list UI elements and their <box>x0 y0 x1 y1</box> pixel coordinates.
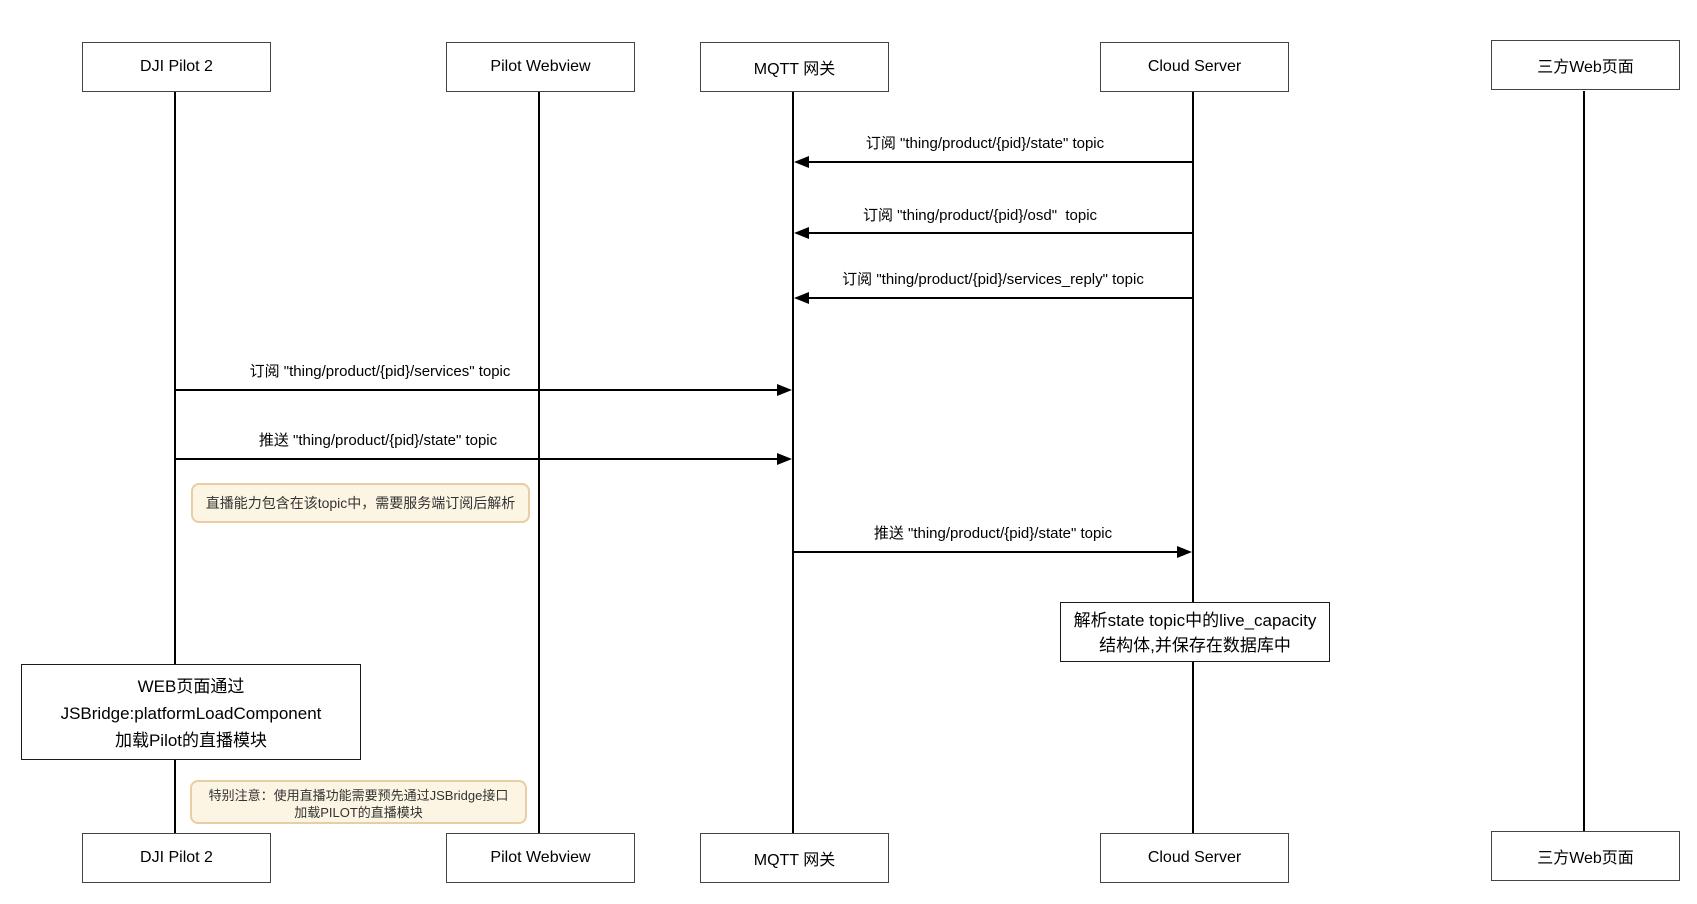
message-label-subscribe-state: 订阅 "thing/product/{pid}/state" topic <box>865 135 1105 152</box>
note-live-capability: 直播能力包含在该topic中，需要服务端订阅后解析 <box>191 483 530 523</box>
message-line-subscribe-services-reply <box>806 297 1193 299</box>
note-text: JSBridge:platformLoadComponent <box>60 704 322 723</box>
note-text: 结构体,并保存在数据库中 <box>1099 636 1291 655</box>
lifeline-mqtt-gateway <box>792 91 794 833</box>
actor-bottom-pilot-webview: Pilot Webview <box>446 833 635 883</box>
actor-label: DJI Pilot 2 <box>140 849 213 866</box>
note-text: 加载PILOT的直播模块 <box>294 805 423 820</box>
actor-label: Cloud Server <box>1147 849 1242 866</box>
message-label-subscribe-services: 订阅 "thing/product/{pid}/services" topic <box>249 363 511 380</box>
note-text: 解析state topic中的live_capacity <box>1073 611 1317 630</box>
actor-label: Cloud Server <box>1147 58 1242 75</box>
actor-bottom-cloud-server: Cloud Server <box>1100 833 1289 883</box>
lifeline-cloud-server <box>1192 91 1194 833</box>
note-web-load-component: WEB页面通过 JSBridge:platformLoadComponent 加… <box>21 664 361 760</box>
actor-label: MQTT 网关 <box>753 61 836 78</box>
message-line-push-state-cloud <box>794 551 1180 553</box>
actor-top-cloud-server: Cloud Server <box>1100 42 1289 92</box>
message-label-push-state: 推送 "thing/product/{pid}/state" topic <box>258 432 498 449</box>
actor-label: DJI Pilot 2 <box>140 58 213 75</box>
actor-top-pilot-webview: Pilot Webview <box>446 42 635 92</box>
lifeline-pilot-webview <box>538 91 540 833</box>
actor-label: 三方Web页面 <box>1537 59 1634 76</box>
actor-bottom-third-party-web: 三方Web页面 <box>1491 831 1680 881</box>
lifeline-dji-pilot-2 <box>174 91 176 833</box>
message-label-push-state-cloud: 推送 "thing/product/{pid}/state" topic <box>873 525 1113 542</box>
actor-bottom-mqtt-gateway: MQTT 网关 <box>700 833 889 883</box>
message-line-subscribe-services <box>176 389 780 391</box>
actor-label: Pilot Webview <box>490 58 591 75</box>
note-text: 直播能力包含在该topic中，需要服务端订阅后解析 <box>205 495 516 511</box>
actor-top-third-party-web: 三方Web页面 <box>1491 40 1680 90</box>
arrowhead-left-icon <box>794 156 809 168</box>
note-text: 特别注意：使用直播功能需要预先通过JSBridge接口 <box>208 788 509 803</box>
note-text: 加载Pilot的直播模块 <box>114 731 268 750</box>
arrowhead-left-icon <box>794 227 809 239</box>
actor-top-mqtt-gateway: MQTT 网关 <box>700 42 889 92</box>
arrowhead-right-icon <box>777 453 792 465</box>
note-text: WEB页面通过 <box>137 677 245 696</box>
note-special-attention: 特别注意：使用直播功能需要预先通过JSBridge接口 加载PILOT的直播模块 <box>190 780 527 824</box>
arrowhead-right-icon <box>1177 546 1192 558</box>
arrowhead-right-icon <box>777 384 792 396</box>
actor-bottom-dji-pilot-2: DJI Pilot 2 <box>82 833 271 883</box>
message-label-subscribe-osd: 订阅 "thing/product/{pid}/osd" topic <box>862 207 1098 224</box>
actor-top-dji-pilot-2: DJI Pilot 2 <box>82 42 271 92</box>
actor-label: MQTT 网关 <box>753 852 836 869</box>
message-line-push-state <box>176 458 780 460</box>
arrowhead-left-icon <box>794 292 809 304</box>
message-line-subscribe-osd <box>806 232 1193 234</box>
message-line-subscribe-state <box>806 161 1193 163</box>
lifeline-third-party-web <box>1583 91 1585 833</box>
note-parse-state: 解析state topic中的live_capacity 结构体,并保存在数据库… <box>1060 602 1330 662</box>
message-label-subscribe-services-reply: 订阅 "thing/product/{pid}/services_reply" … <box>842 271 1144 288</box>
actor-label: 三方Web页面 <box>1537 850 1634 867</box>
actor-label: Pilot Webview <box>490 849 591 866</box>
